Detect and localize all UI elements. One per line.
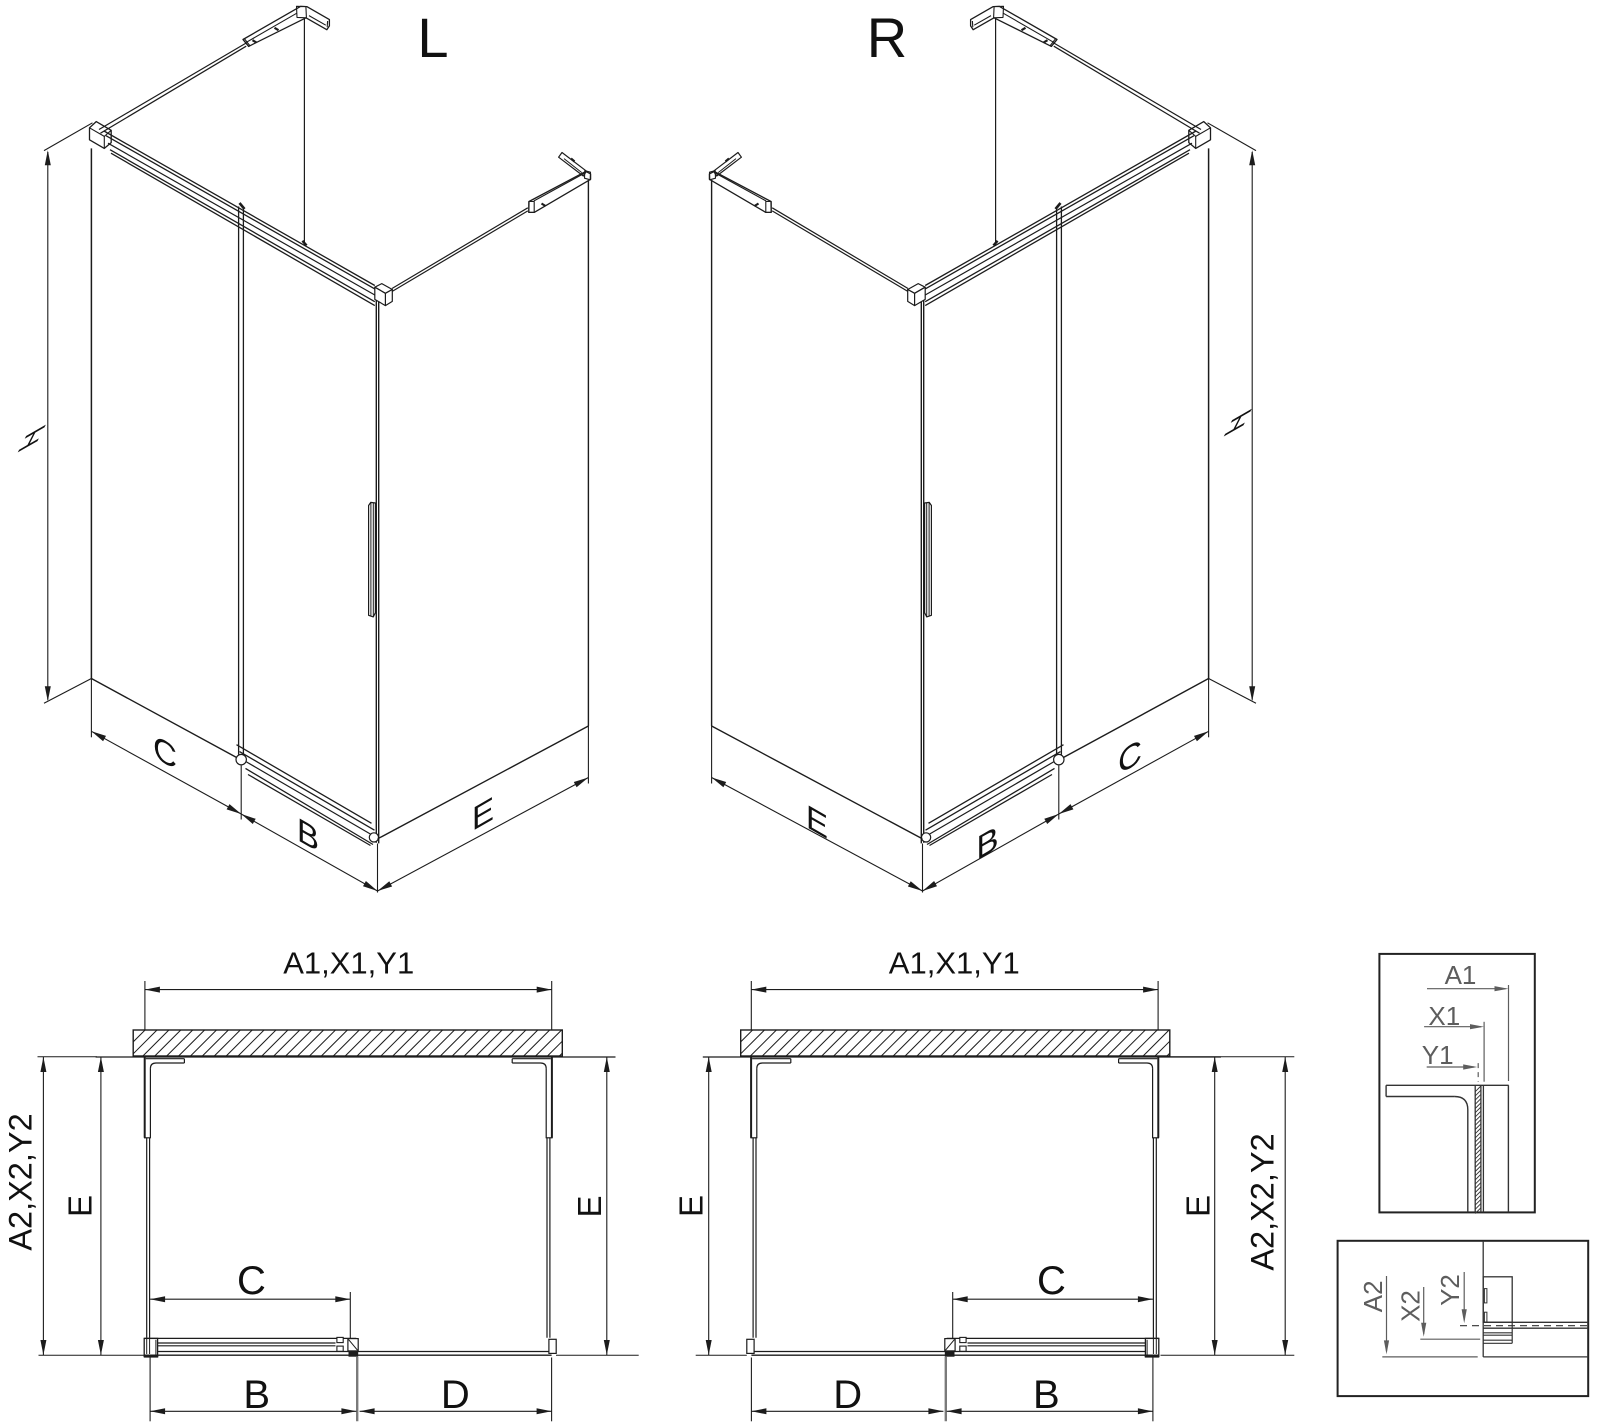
svg-text:B: B bbox=[1033, 1373, 1060, 1417]
svg-text:E: E bbox=[673, 1195, 710, 1217]
svg-text:B: B bbox=[297, 810, 319, 860]
svg-text:C: C bbox=[1037, 1259, 1066, 1303]
svg-text:L: L bbox=[417, 6, 448, 69]
svg-text:A2,X2,Y2: A2,X2,Y2 bbox=[1245, 1133, 1281, 1270]
svg-text:A2: A2 bbox=[1358, 1280, 1388, 1312]
svg-text:X2: X2 bbox=[1396, 1290, 1426, 1322]
svg-text:Y2: Y2 bbox=[1435, 1274, 1465, 1306]
svg-text:E: E bbox=[571, 1195, 608, 1217]
svg-text:A1: A1 bbox=[1445, 960, 1477, 990]
svg-text:E: E bbox=[472, 789, 494, 839]
svg-text:A2,X2,Y2: A2,X2,Y2 bbox=[3, 1113, 39, 1250]
svg-text:B: B bbox=[243, 1373, 270, 1417]
svg-text:A1,X1,Y1: A1,X1,Y1 bbox=[283, 946, 414, 981]
svg-text:C: C bbox=[153, 727, 177, 778]
svg-text:E: E bbox=[1180, 1195, 1217, 1217]
svg-text:C: C bbox=[1118, 731, 1142, 782]
svg-text:D: D bbox=[441, 1373, 470, 1417]
svg-text:B: B bbox=[976, 818, 998, 868]
svg-text:E: E bbox=[62, 1195, 99, 1217]
svg-text:R: R bbox=[867, 6, 907, 69]
svg-text:C: C bbox=[237, 1259, 266, 1303]
svg-text:A1,X1,Y1: A1,X1,Y1 bbox=[889, 946, 1020, 981]
svg-text:E: E bbox=[806, 797, 828, 847]
svg-text:D: D bbox=[833, 1373, 862, 1417]
svg-text:Y1: Y1 bbox=[1422, 1040, 1454, 1070]
